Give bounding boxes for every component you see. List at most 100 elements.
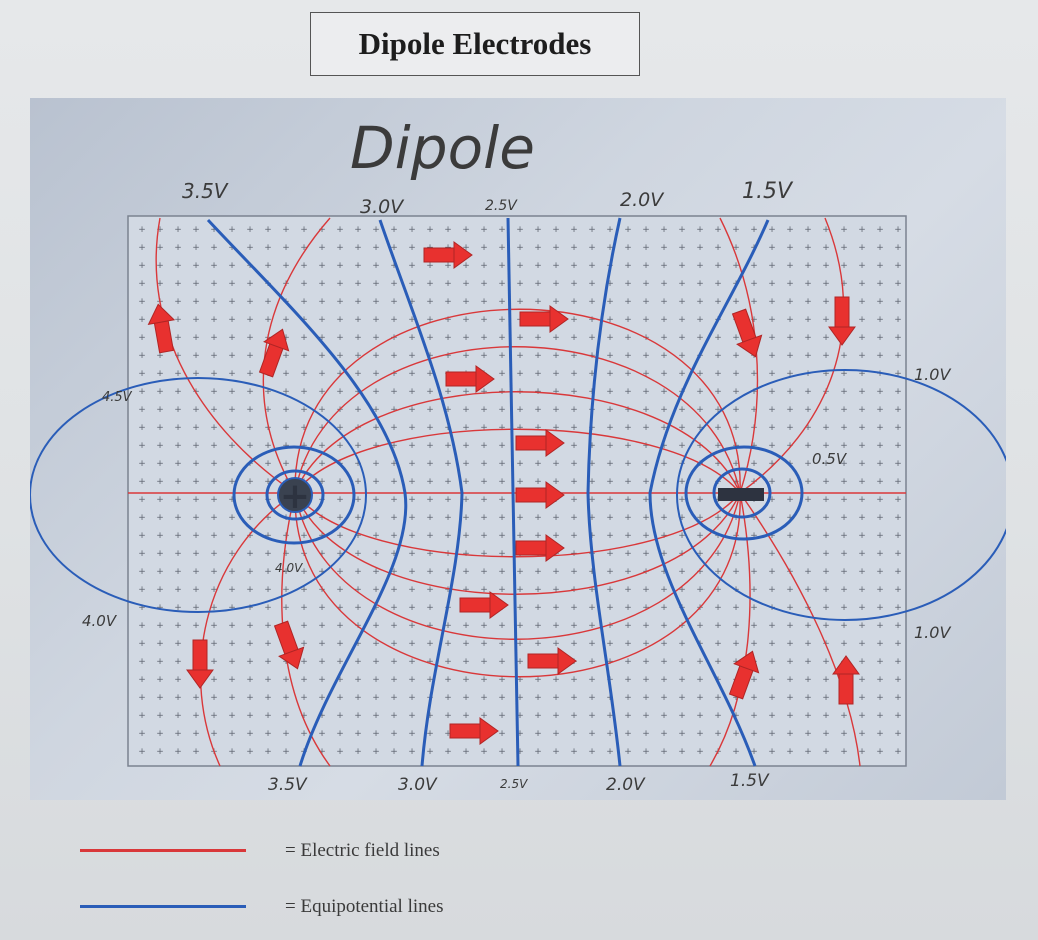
grid-mark: + (642, 729, 650, 739)
grid-mark: + (282, 387, 290, 397)
grid-mark: + (372, 315, 380, 325)
grid-mark: + (246, 405, 254, 415)
grid-mark: + (786, 441, 794, 451)
grid-mark: + (354, 261, 362, 271)
grid-mark: + (228, 585, 236, 595)
grid-mark: + (300, 585, 308, 595)
grid-mark: + (570, 711, 578, 721)
grid-mark: + (138, 675, 146, 685)
grid-mark: + (228, 369, 236, 379)
grid-mark: + (786, 495, 794, 505)
grid-mark: + (156, 387, 164, 397)
grid-mark: + (372, 621, 380, 631)
grid-mark: + (210, 531, 218, 541)
grid-mark: + (606, 369, 614, 379)
grid-mark: + (678, 351, 686, 361)
grid-mark: + (192, 531, 200, 541)
grid-mark: + (624, 261, 632, 271)
grid-mark: + (354, 477, 362, 487)
grid-mark: + (408, 549, 416, 559)
grid-mark: + (516, 423, 524, 433)
grid-mark: + (228, 693, 236, 703)
field-line (709, 492, 751, 767)
grid-mark: + (894, 351, 902, 361)
grid-mark: + (390, 657, 398, 667)
grid-mark: + (192, 585, 200, 595)
grid-mark: + (174, 333, 182, 343)
grid-mark: + (210, 387, 218, 397)
grid-mark: + (786, 243, 794, 253)
field-line (199, 492, 296, 767)
grid-mark: + (624, 459, 632, 469)
grid-mark: + (354, 279, 362, 289)
grid-mark: + (426, 603, 434, 613)
grid-mark: + (624, 405, 632, 415)
grid-mark: + (876, 387, 884, 397)
grid-mark: + (660, 585, 668, 595)
grid-mark: + (750, 369, 758, 379)
grid-mark: + (390, 387, 398, 397)
grid-mark: + (840, 405, 848, 415)
grid-mark: + (894, 621, 902, 631)
grid-mark: + (858, 459, 866, 469)
grid-mark: + (894, 639, 902, 649)
grid-mark: + (336, 675, 344, 685)
grid-mark: + (282, 747, 290, 757)
grid-mark: + (192, 261, 200, 271)
grid-mark: + (552, 711, 560, 721)
grid-mark: + (300, 297, 308, 307)
grid-mark: + (606, 405, 614, 415)
grid-mark: + (318, 693, 326, 703)
grid-mark: + (894, 603, 902, 613)
grid-mark: + (138, 603, 146, 613)
grid-mark: + (858, 621, 866, 631)
grid-mark: + (192, 477, 200, 487)
grid-mark: + (894, 315, 902, 325)
grid-mark: + (516, 639, 524, 649)
grid-mark: + (372, 639, 380, 649)
grid-mark: + (372, 333, 380, 343)
grid-mark: + (336, 423, 344, 433)
grid-mark: + (138, 351, 146, 361)
grid-mark: + (804, 711, 812, 721)
grid-mark: + (156, 477, 164, 487)
grid-mark: + (768, 297, 776, 307)
grid-mark: + (588, 279, 596, 289)
grid-mark: + (678, 621, 686, 631)
grid-mark: + (228, 225, 236, 235)
grid-mark: + (822, 423, 830, 433)
grid-mark: + (750, 405, 758, 415)
grid-mark: + (156, 279, 164, 289)
grid-mark: + (606, 585, 614, 595)
grid-mark: + (426, 495, 434, 505)
grid-mark: + (264, 585, 272, 595)
grid-mark: + (354, 549, 362, 559)
grid-mark: + (678, 243, 686, 253)
grid-mark: + (858, 297, 866, 307)
grid-mark: + (534, 639, 542, 649)
grid-mark: + (552, 693, 560, 703)
grid-mark: + (264, 405, 272, 415)
grid-mark: + (732, 297, 740, 307)
grid-mark: + (210, 477, 218, 487)
grid-mark: + (678, 567, 686, 577)
grid-mark: + (246, 621, 254, 631)
grid-mark: + (390, 351, 398, 361)
grid-mark: + (408, 477, 416, 487)
grid-mark: + (714, 261, 722, 271)
grid-mark: + (462, 261, 470, 271)
grid-mark: + (534, 711, 542, 721)
grid-mark: + (894, 477, 902, 487)
grid-mark: + (768, 387, 776, 397)
grid-mark: + (894, 387, 902, 397)
grid-mark: + (678, 477, 686, 487)
grid-mark: + (750, 531, 758, 541)
grid-mark: + (210, 369, 218, 379)
grid-mark: + (732, 351, 740, 361)
grid-mark: + (372, 693, 380, 703)
grid-mark: + (786, 603, 794, 613)
grid-mark: + (642, 369, 650, 379)
grid-mark: + (426, 315, 434, 325)
top-label: 3.0V (360, 196, 405, 218)
bottom-label: 3.0V (398, 775, 438, 795)
